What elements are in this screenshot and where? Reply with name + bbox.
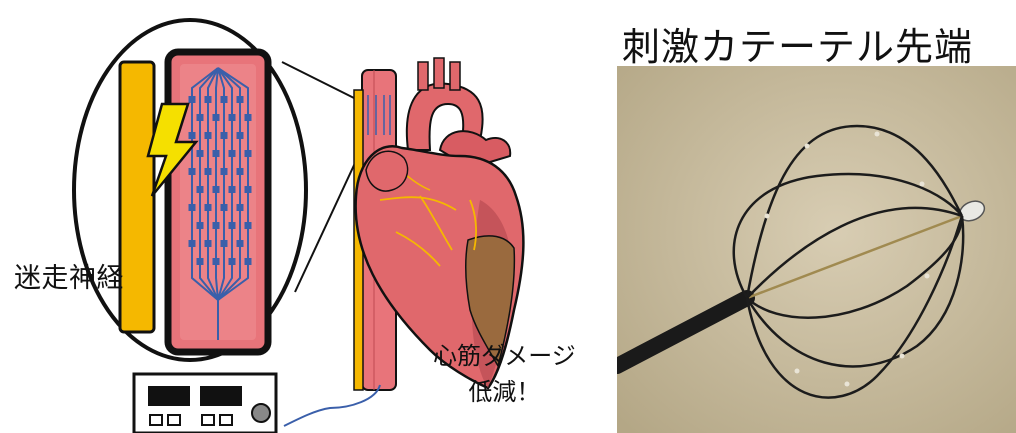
myocardial-damage-label: 心筋ダメージ 低減！ [433,338,576,410]
electrode-contact [213,150,220,157]
electrode-contact [189,96,196,103]
electrode-contact [221,168,228,175]
stimulator-device-icon [134,374,276,433]
electrode-contact [189,132,196,139]
electrode-contact [221,204,228,211]
electrode-contact [237,96,244,103]
electrode-contact [221,96,228,103]
electrode-contact [229,186,236,193]
electrode-contact [245,150,252,157]
electrode-contact [213,222,220,229]
vagus-nerve-label: 迷走神経 [14,256,124,295]
catheter-tip-photo [617,66,1016,433]
electrode-contact [245,186,252,193]
electrode-contact [221,240,228,247]
electrode-contact [237,240,244,247]
electrode-contact [197,258,204,265]
electrode-contact [245,258,252,265]
electrode-contact [213,186,220,193]
vagus-nerve-magnified [120,62,154,332]
electrode-contact [229,222,236,229]
electrode-contact [205,240,212,247]
electrode-contact [205,168,212,175]
electrode-contact [189,204,196,211]
electrode-contact [197,186,204,193]
electrode-contact [237,204,244,211]
damage-label-line2: 低減！ [433,374,576,410]
electrode-contact [189,240,196,247]
electrode-contact [245,114,252,121]
electrode-contact [229,258,236,265]
electrode-contact [197,150,204,157]
electrode-contact [237,132,244,139]
electrode-contact [197,114,204,121]
electrode-contact [189,168,196,175]
electrode-contact [205,132,212,139]
electrode-contact [237,168,244,175]
electrode-contact [205,204,212,211]
electrode-contact [205,96,212,103]
catheter-tip-title: 刺激カテーテル先端 [622,16,973,71]
zoom-line-top [282,62,362,102]
damage-label-line1: 心筋ダメージ [433,338,576,374]
electrode-contact [229,114,236,121]
stimulator-lead-wire [284,385,380,426]
electrode-contact [197,222,204,229]
electrode-contact [221,132,228,139]
electrode-contact [245,222,252,229]
electrode-contact [229,150,236,157]
electrode-contact [213,258,220,265]
electrode-contact [213,114,220,121]
